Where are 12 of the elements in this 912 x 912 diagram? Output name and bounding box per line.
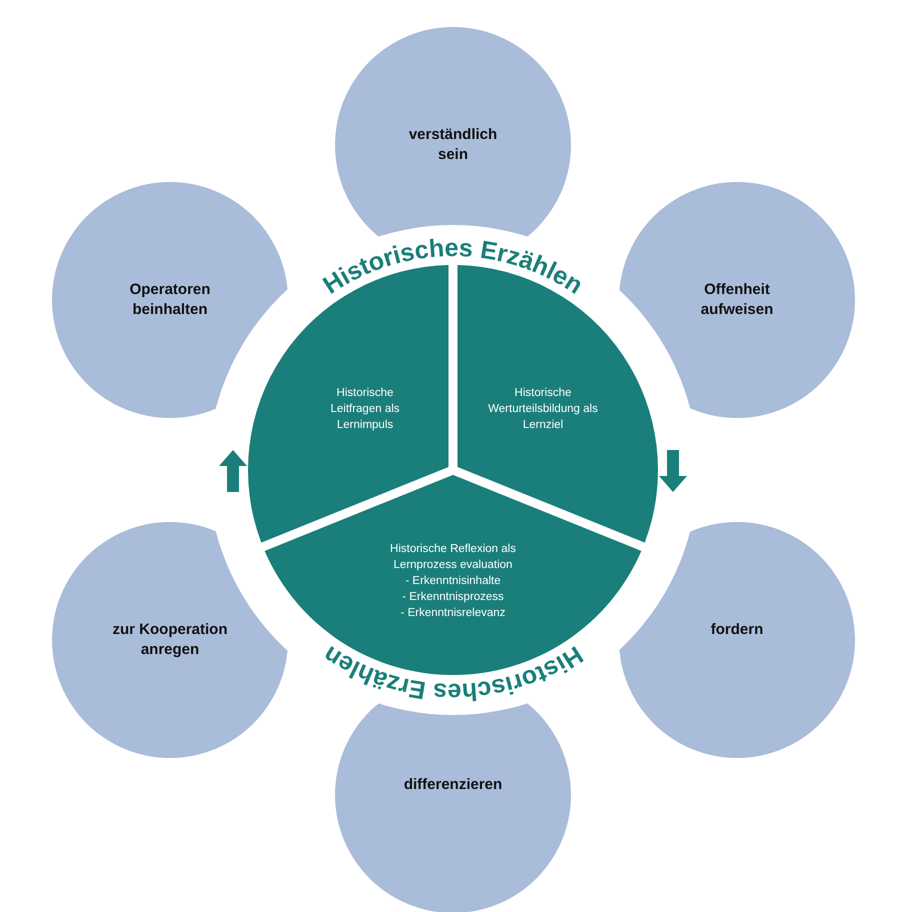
- node-text: - Erkenntnisinhalte: [404, 574, 502, 589]
- node-text: Historische Werturteilsbildung als Lernziel: [487, 386, 599, 433]
- node-text: - Erkenntnisprozess: [401, 590, 505, 605]
- node-text: Historische Leitfragen als Lernimpuls: [329, 386, 401, 433]
- node-text: Offenheit aufweisen: [700, 280, 774, 320]
- node-text: verständlich sein: [408, 125, 498, 165]
- node-text: Operatoren beinhalten: [128, 280, 212, 320]
- node-text: zur Kooperation anregen: [112, 620, 228, 660]
- node-text: Historische Reflexion als Lernprozess evaluation: [389, 542, 517, 573]
- node-text: fordern: [710, 620, 764, 640]
- node-text: differenzieren: [402, 775, 504, 795]
- node-text: - Erkenntnisrelevanz: [400, 606, 506, 621]
